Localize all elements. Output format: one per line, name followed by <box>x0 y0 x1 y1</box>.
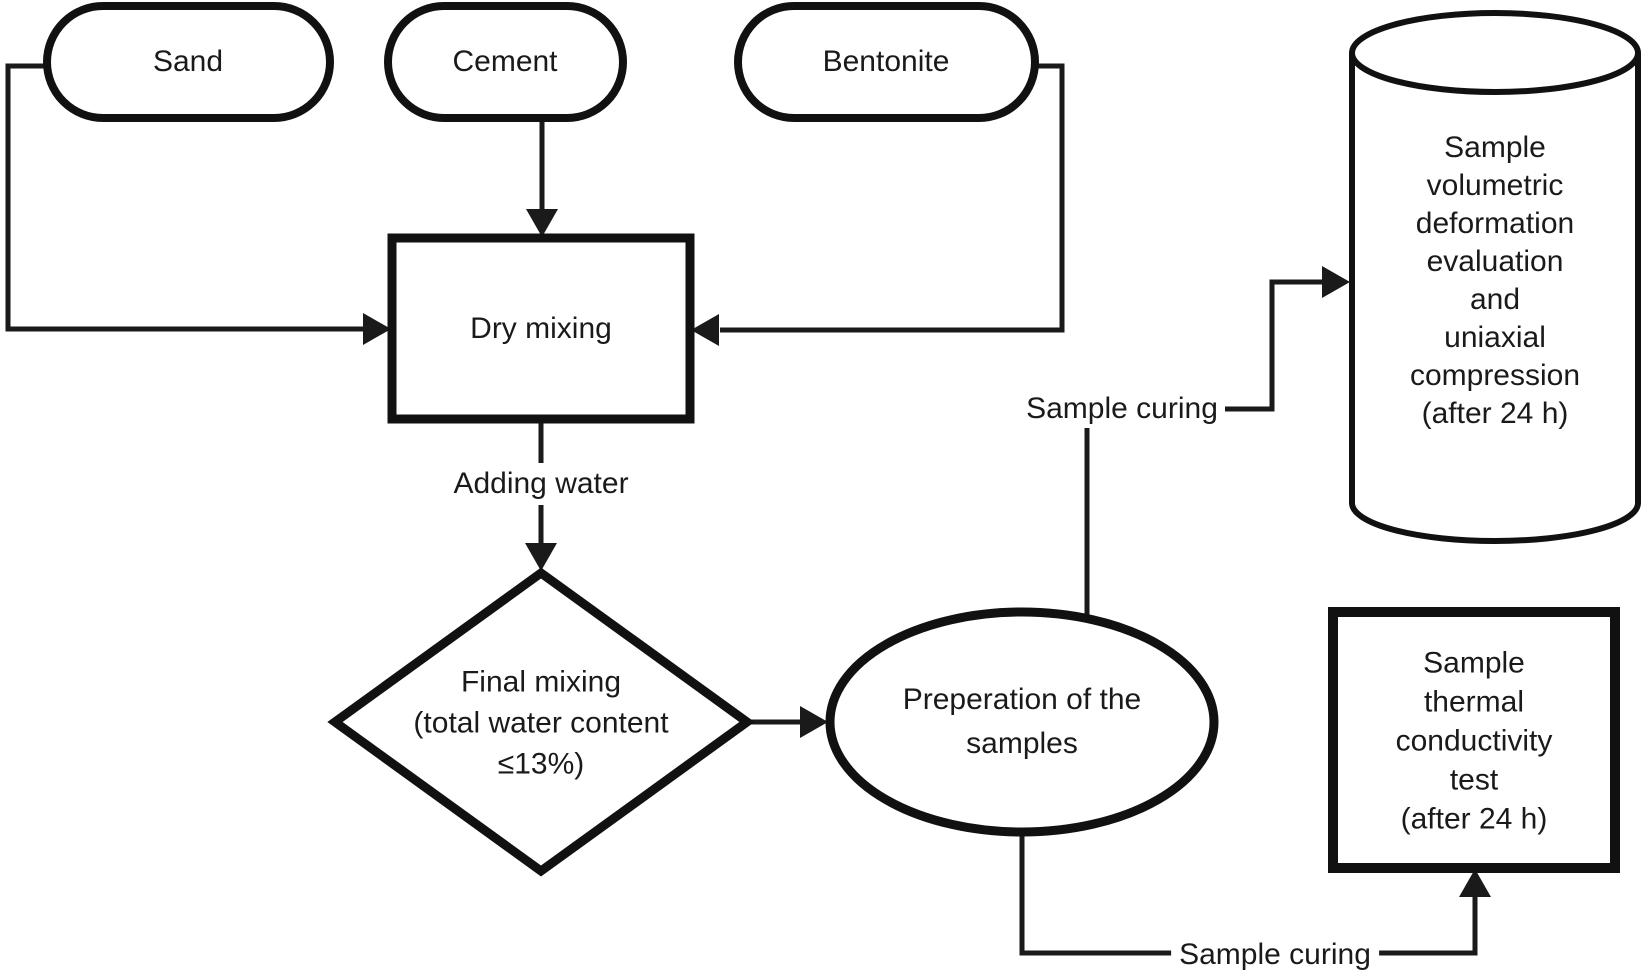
arrowhead-into-thermal-box <box>1459 869 1491 897</box>
curing-to-volumetric-connector <box>1225 279 1327 412</box>
final-mixing-node-shape <box>327 567 755 877</box>
arrowhead-sand-into-drymixing <box>363 313 391 345</box>
arrowhead-bentonite-into-drymixing <box>691 314 719 346</box>
thermal-node-label: Sample thermal conductivity test (after … <box>1395 646 1553 836</box>
arrowhead-into-preparation <box>800 706 828 738</box>
bentonite-node-label: Bentonite <box>822 45 950 78</box>
sample-curing-bottom-edge-label: Sample curing <box>1171 934 1379 973</box>
arrowhead-into-finalmixing <box>525 543 557 571</box>
adding-water-edge-label: Adding water <box>445 463 637 505</box>
dry-mixing-node-label: Dry mixing <box>470 312 612 345</box>
volumetric-node-shape <box>1349 10 1641 544</box>
dry-mixing-node-shape <box>387 233 695 424</box>
preparation-node-label: Preperation of the samples <box>902 683 1142 760</box>
cement-node-label: Cement <box>452 45 558 78</box>
arrowhead-cement-into-drymixing <box>526 209 558 237</box>
volumetric-node-label: Sample volumetric deformation evaluation… <box>1409 131 1581 430</box>
sand-node-shape <box>43 2 334 122</box>
sand-to-drymixing-connector <box>5 63 366 332</box>
preparation-node-shape <box>825 607 1219 837</box>
sand-node-label: Sand <box>152 45 224 78</box>
bentonite-to-drymixing-connector <box>720 63 1065 333</box>
final-mixing-node-label: Final mixing (total water content ≤13%) <box>413 665 669 781</box>
cement-node-shape <box>384 2 627 122</box>
bentonite-node-shape <box>734 2 1039 122</box>
thermal-node-shape <box>1328 607 1620 873</box>
sample-curing-top-edge-label: Sample curing <box>1026 392 1218 425</box>
arrowhead-into-volumetric-cylinder <box>1322 266 1350 298</box>
